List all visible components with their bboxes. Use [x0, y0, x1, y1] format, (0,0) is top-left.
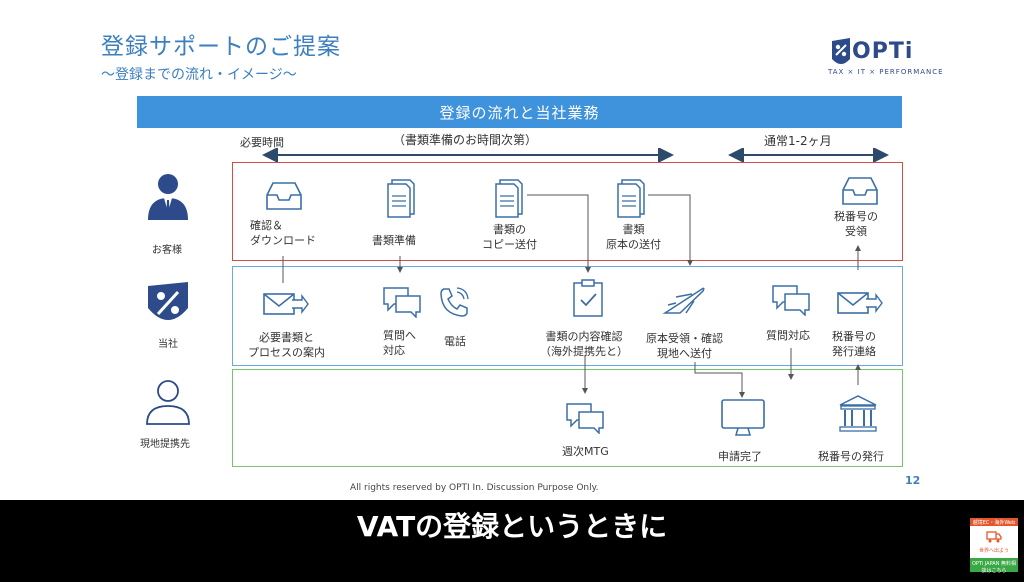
step-phone: 電話	[444, 335, 466, 348]
promo-top-text: 越境EC・海外Web	[972, 520, 1016, 526]
step-tax-number-issued: 税番号の発行	[818, 450, 884, 463]
document-copy-icon	[495, 179, 523, 218]
slide: 登録サポートのご提案 〜登録までの流れ・イメージ〜 OPTi TAX × IT …	[0, 0, 1024, 500]
step-guide-docs: 必要書類と プロセスの案内	[248, 331, 325, 359]
flow-connectors	[282, 194, 861, 398]
phone-icon	[440, 287, 469, 317]
airplane-icon	[662, 287, 705, 314]
government-building-icon	[839, 395, 877, 432]
customer-businessman-icon	[148, 174, 188, 220]
step-weekly-mtg: 週次MTG	[562, 445, 609, 458]
chat-bubbles-qa-icon	[772, 285, 810, 316]
corner-promo-badge[interactable]: 越境EC・海外Web 世界へ出よう OPTi JAPAN 無料相談はこちら	[970, 518, 1018, 574]
step-notify-tax-number: 税番号の 発行連絡	[832, 330, 876, 358]
customer-lane	[232, 162, 903, 261]
inbox-tray-icon	[266, 182, 302, 210]
step-receive-original: 原本受領・確認 現地へ送付	[646, 332, 723, 360]
slide-subtitle: 〜登録までの流れ・イメージ〜	[101, 67, 297, 83]
notify-mail-icon	[837, 292, 883, 314]
step-confirm-download: 確認＆ ダウンロード	[250, 219, 316, 247]
logo-tagline: TAX × IT × PERFORMANCE	[828, 68, 944, 76]
step-answer-questions: 質問へ 対応	[383, 329, 416, 357]
clipboard-check-icon	[573, 279, 603, 317]
promo-bottom-text: OPTi JAPAN 無料相談はこちら	[971, 561, 1017, 574]
step-send-copy: 書類の コピー送付	[482, 223, 537, 251]
truck-icon	[986, 531, 1002, 543]
actor-company: 当社	[158, 339, 178, 350]
promo-top-bar	[970, 518, 1018, 526]
copyright-footer: All rights reserved by OPTI In. Discussi…	[350, 483, 599, 493]
time-label: 必要時間	[240, 136, 284, 149]
promo-mid-text: 世界へ出よう	[978, 548, 1009, 554]
slide-title: 登録サポートのご提案	[101, 34, 341, 60]
step-prepare-docs: 書類準備	[372, 234, 416, 247]
page-number: 12	[905, 474, 921, 487]
step-receive-tax-number: 税番号の 受領	[834, 210, 878, 238]
actor-customer: お客様	[152, 245, 182, 256]
video-caption: VATの登録というときに	[356, 510, 668, 543]
logo-text: OPTi	[852, 39, 914, 64]
timeline-arrows	[262, 148, 889, 162]
doc-prep-duration: （書類準備のお時間次第）	[393, 133, 538, 147]
partner-lane	[232, 369, 903, 467]
company-shield-icon	[148, 282, 188, 320]
company-lane	[232, 266, 903, 366]
monitor-icon	[721, 399, 765, 436]
actor-partner: 現地提携先	[140, 439, 190, 450]
partner-person-icon	[146, 380, 190, 425]
meeting-chat-icon	[566, 403, 604, 434]
promo-bottom-bar	[970, 558, 1018, 572]
opti-logo	[832, 38, 850, 64]
step-qa-support: 質問対応	[766, 329, 810, 342]
send-mail-icon	[263, 293, 309, 315]
step-application-complete: 申請完了	[718, 450, 762, 463]
step-send-original: 書類 原本の送付	[606, 223, 661, 251]
normal-duration: 通常1-2ヶ月	[764, 134, 832, 148]
step-check-contents: 書類の内容確認 （海外提携先と）	[540, 330, 628, 358]
document-original-icon	[617, 179, 645, 218]
flow-banner: 登録の流れと当社業務	[137, 96, 902, 128]
chat-bubbles-icon	[383, 287, 421, 318]
inbox-receive-icon	[842, 177, 878, 205]
promo-body	[970, 526, 1018, 558]
document-icon	[387, 179, 415, 218]
